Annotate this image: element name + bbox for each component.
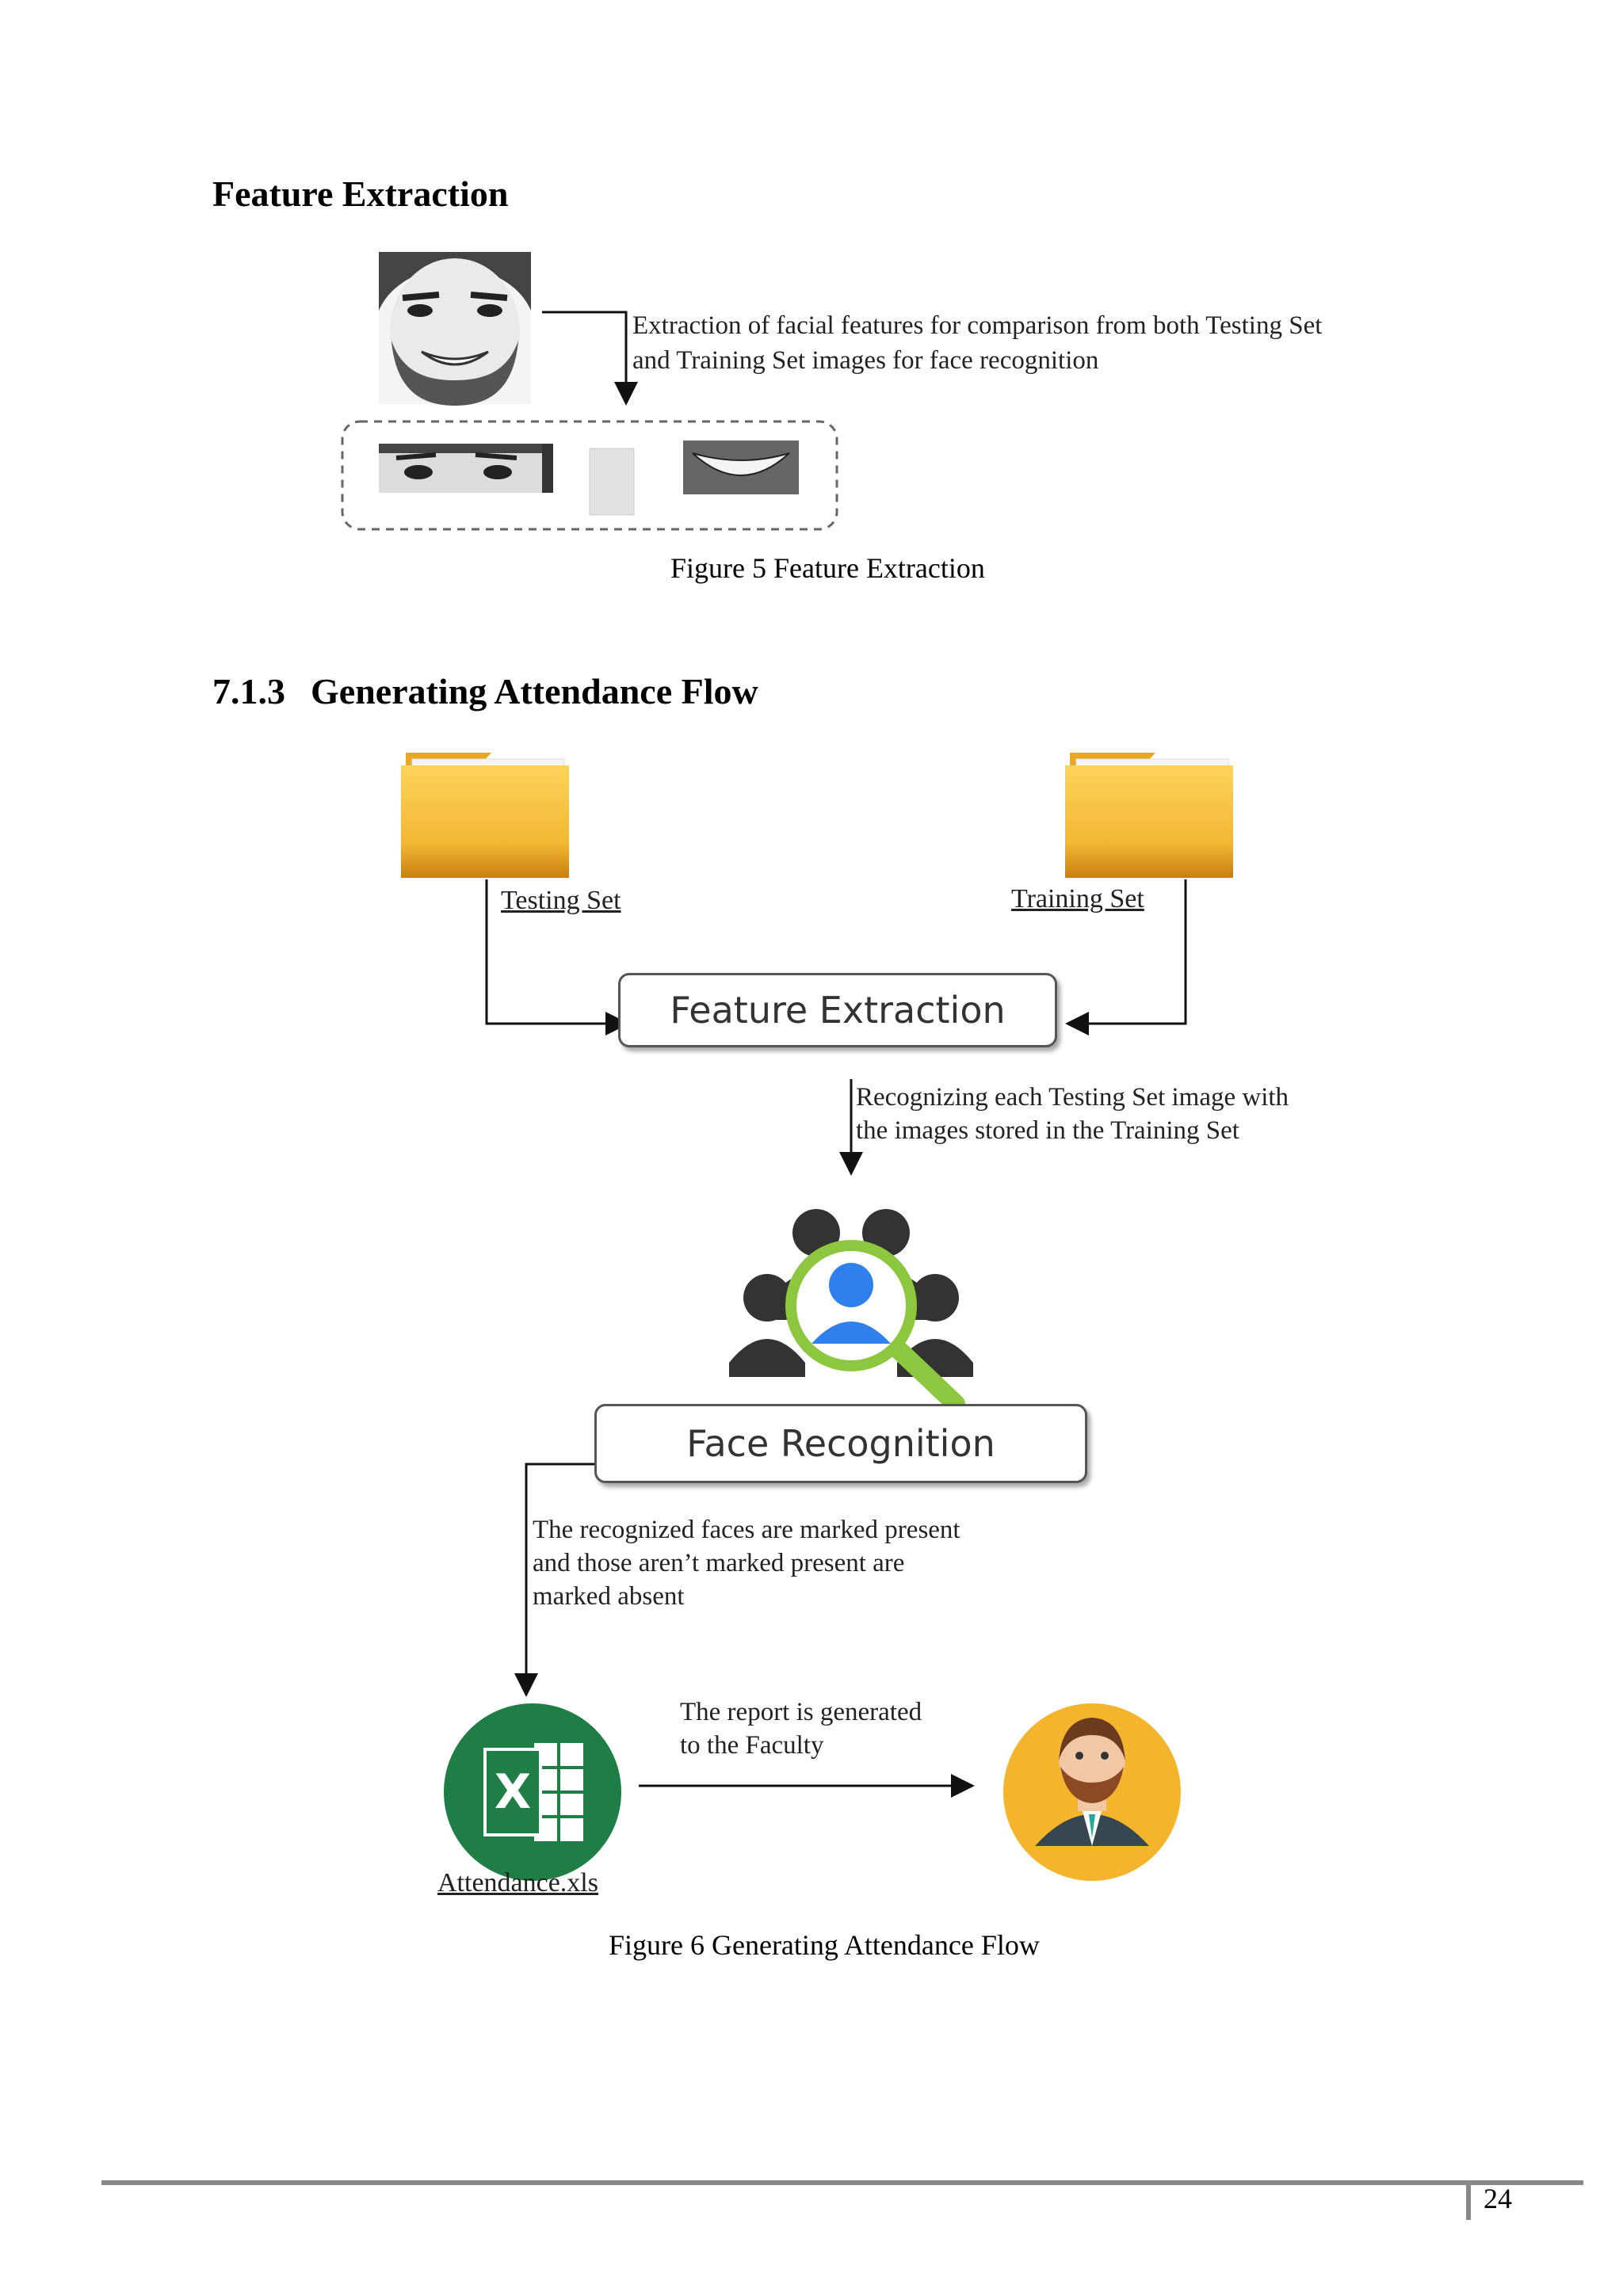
testing-set-label: Testing Set bbox=[501, 886, 621, 915]
attendance-file-label: Attendance.xls bbox=[437, 1868, 598, 1897]
page-number: 24 bbox=[1484, 2183, 1512, 2214]
recognize-note-line-1: Recognizing each Testing Set image with bbox=[856, 1083, 1289, 1112]
training-set-folder-icon bbox=[1065, 753, 1233, 878]
feature-extraction-heading: Feature Extraction bbox=[212, 174, 509, 214]
report-note-line-1: The report is generated bbox=[680, 1698, 922, 1726]
feature-connector-arrow bbox=[542, 311, 638, 406]
page-number-divider bbox=[1466, 2180, 1471, 2220]
footer-rule bbox=[101, 2180, 1583, 2185]
feature-extraction-box: Feature Extraction bbox=[618, 973, 1057, 1047]
feature-description-line-1: Extraction of facial features for compar… bbox=[632, 311, 1323, 340]
feature-description-line-2: and Training Set images for face recogni… bbox=[632, 346, 1099, 375]
marked-note-line-2: and those aren’t marked present are bbox=[533, 1549, 905, 1577]
face-recognition-box-label: Face Recognition bbox=[686, 1422, 995, 1465]
mouth-crop bbox=[683, 441, 799, 494]
recognize-note-line-2: the images stored in the Training Set bbox=[856, 1116, 1239, 1145]
figure-5-caption: Figure 5 Feature Extraction bbox=[670, 552, 985, 584]
feature-parts-frame bbox=[341, 420, 838, 531]
excel-file-icon bbox=[444, 1703, 621, 1881]
report-note-line-2: to the Faculty bbox=[680, 1731, 824, 1760]
flow-section-heading: Generating Attendance Flow bbox=[311, 671, 758, 711]
face-illustration bbox=[379, 252, 531, 406]
eyes-crop bbox=[379, 444, 553, 493]
training-set-label: Training Set bbox=[1011, 884, 1144, 913]
testing-to-feature-arrow bbox=[485, 879, 629, 1035]
face-recognition-box: Face Recognition bbox=[594, 1404, 1087, 1483]
section-number: 7.1.3 bbox=[212, 671, 285, 711]
figure-6-caption: Figure 6 Generating Attendance Flow bbox=[609, 1929, 1040, 1961]
recognition-to-excel-arrow bbox=[514, 1463, 599, 1697]
testing-set-folder-icon bbox=[401, 753, 569, 878]
faculty-avatar-icon bbox=[1003, 1703, 1181, 1881]
marked-note-line-3: marked absent bbox=[533, 1582, 685, 1611]
excel-icon-letter: X bbox=[494, 1764, 532, 1820]
face-recognition-group-icon bbox=[729, 1209, 973, 1413]
nose-crop bbox=[589, 448, 635, 516]
feature-extraction-box-label: Feature Extraction bbox=[670, 989, 1006, 1032]
training-to-feature-arrow bbox=[1065, 879, 1187, 1035]
marked-note-line-1: The recognized faces are marked present bbox=[533, 1516, 960, 1544]
